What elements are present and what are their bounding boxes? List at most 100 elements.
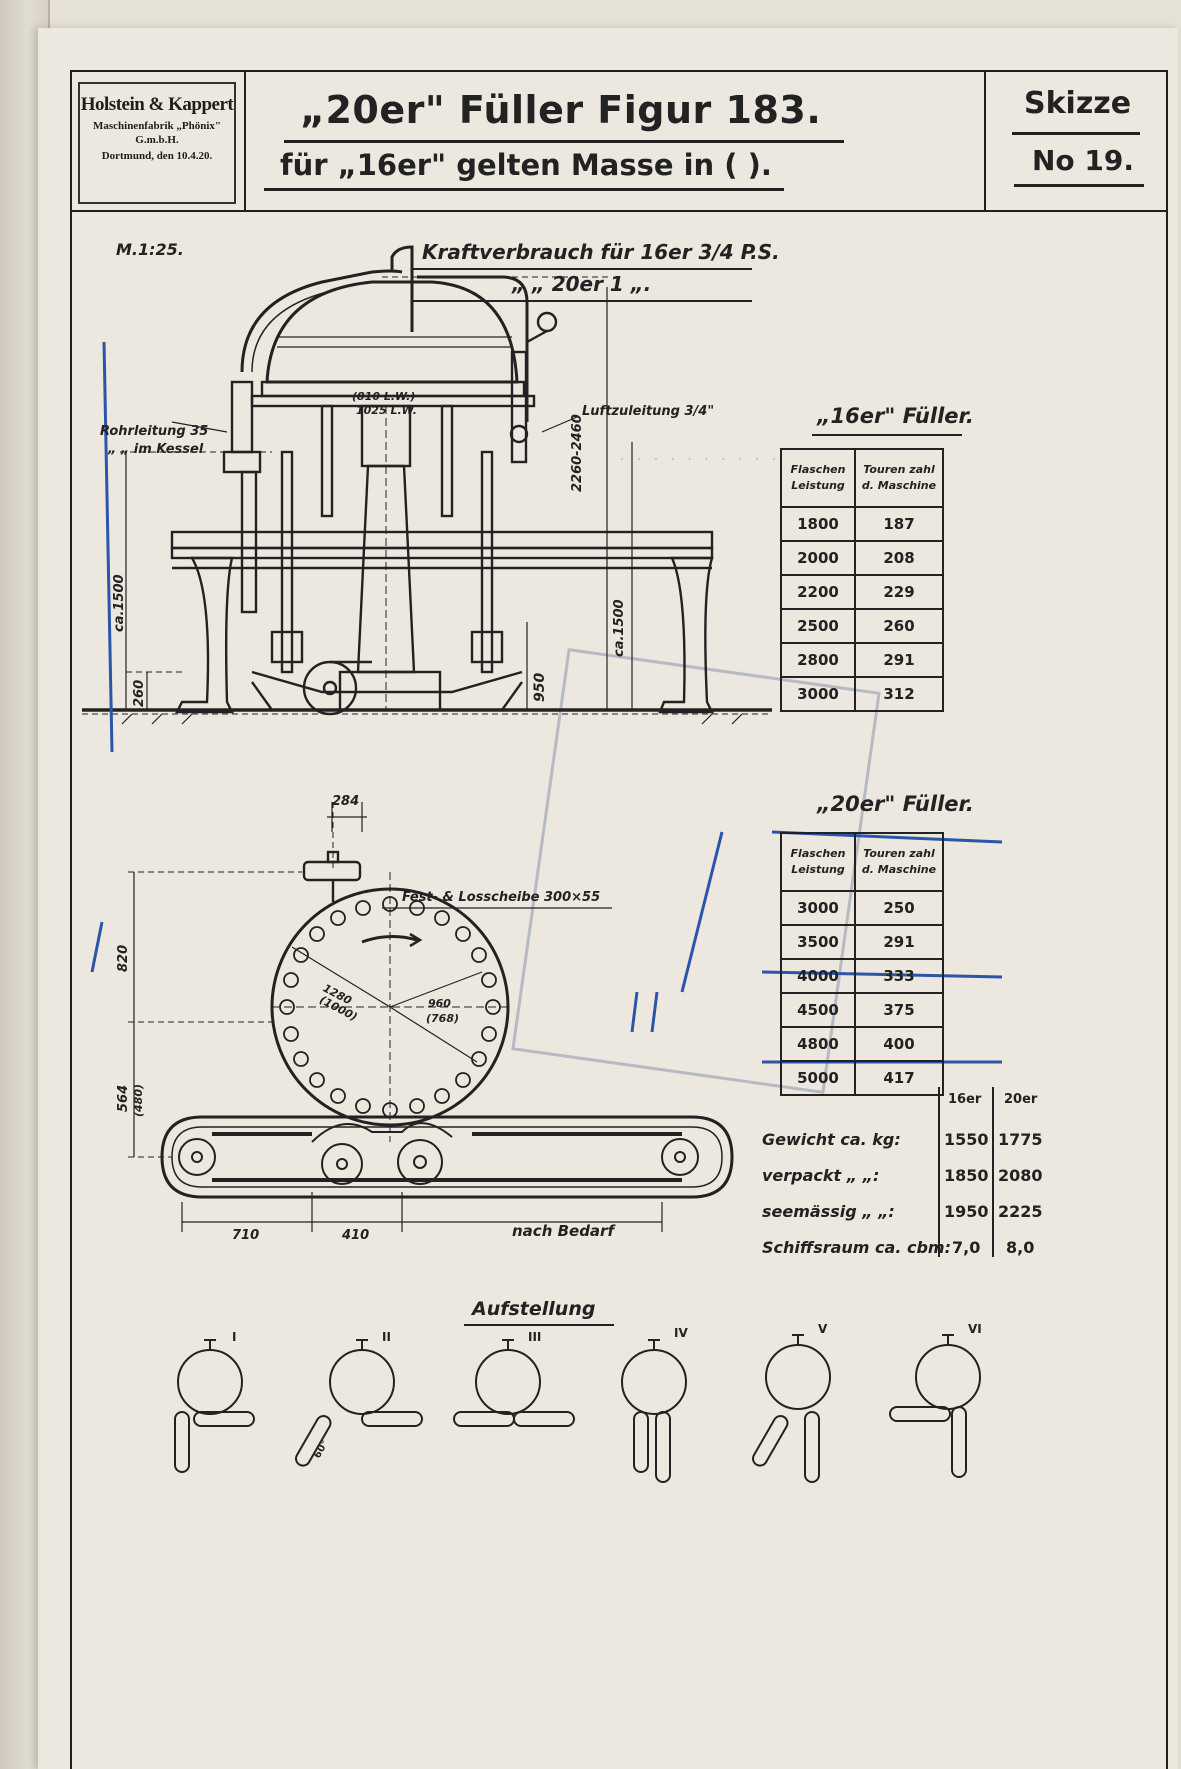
weight-16: 1550 <box>944 1130 989 1149</box>
ship-volume-label: Schiffsraum ca. cbm: <box>762 1238 951 1257</box>
cell: 400 <box>854 1026 944 1062</box>
cell: 208 <box>854 540 944 576</box>
cell: 3000 <box>780 890 856 926</box>
dim-ca1500-right: ca.1500 <box>612 599 627 657</box>
arrangement-V: V <box>818 1322 828 1336</box>
cell: 4800 <box>780 1026 856 1062</box>
cell: 2200 <box>780 574 856 610</box>
table-20: Flaschen Leistung Touren zahl d. Maschin… <box>780 832 944 1096</box>
sketch-underline <box>1012 132 1140 135</box>
cell: 2500 <box>780 608 856 644</box>
cell: 291 <box>854 924 944 960</box>
bleed-through-text: . . . . . . . . . . <box>618 448 779 464</box>
dim-820: 820 <box>116 944 131 972</box>
cell: 333 <box>854 958 944 994</box>
table-16-underline <box>812 434 962 436</box>
drawing-frame: Holstein & Kappert Maschinenfabrik „Phön… <box>70 70 1168 1769</box>
arrangement-I: I <box>232 1330 237 1344</box>
table-20-title: „20er" Füller. <box>817 792 974 816</box>
dim-768: (768) <box>426 1012 460 1025</box>
title-underline-1 <box>284 140 844 143</box>
power-underline-1 <box>412 268 752 270</box>
title-cell: „20er" Füller Figur 183. für „16er" gelt… <box>244 72 986 210</box>
arrangement-III: III <box>528 1330 542 1344</box>
dim-810: (810 L.W.) <box>352 390 416 403</box>
cell: 4000 <box>780 958 856 994</box>
arrangement-diagrams <box>174 1334 981 1483</box>
cell: 3500 <box>780 924 856 960</box>
weight-20: 1775 <box>998 1130 1043 1149</box>
cell: 2000 <box>780 540 856 576</box>
cell: 4500 <box>780 992 856 1028</box>
arrangement-IV: IV <box>674 1326 688 1340</box>
weights-divider-2 <box>992 1087 994 1257</box>
title-line-1: „20er" Füller Figur 183. <box>300 88 822 132</box>
cell: 2800 <box>780 642 856 678</box>
seaworthy-20: 2225 <box>998 1202 1043 1221</box>
power-consumption-line-1: Kraftverbrauch für 16er 3/4 P.S. <box>422 240 780 264</box>
pulley-label: Fest- & Losscheibe 300×55 <box>402 890 601 905</box>
table-20-header-bottles: Flaschen Leistung <box>780 832 856 892</box>
cell: 375 <box>854 992 944 1028</box>
dim-1025: 1025 L.W. <box>356 404 417 417</box>
cell: 1800 <box>780 506 856 542</box>
cell: 3000 <box>780 676 856 712</box>
sketch-label: Skizze <box>1024 86 1132 121</box>
stamp-date: Dortmund, den 10.4.20. <box>101 150 213 162</box>
cell: 260 <box>854 608 944 644</box>
cell: 291 <box>854 642 944 678</box>
sketch-number: No 19. <box>1032 144 1135 177</box>
sketch-number-cell: Skizze No 19. <box>984 72 1166 210</box>
cell: 417 <box>854 1060 944 1096</box>
arrangement-underline <box>464 1324 614 1326</box>
cell: 187 <box>854 506 944 542</box>
air-supply-label: Luftzuleitung 3/4" <box>582 404 715 419</box>
arrangement-II: II <box>382 1330 391 1344</box>
technical-drawing <box>82 245 1003 1483</box>
ship-volume-16: 7,0 <box>952 1238 981 1257</box>
packed-20: 2080 <box>998 1166 1043 1185</box>
sketch-number-underline <box>1014 184 1144 187</box>
seaworthy-16: 1950 <box>944 1202 989 1221</box>
weight-label: Gewicht ca. kg: <box>762 1130 901 1149</box>
elevation-view <box>82 245 772 725</box>
table-16-header-rpm: Touren zahl d. Maschine <box>854 448 944 508</box>
seaworthy-label: seemässig „ „: <box>762 1202 895 1221</box>
cell: 229 <box>854 574 944 610</box>
weights-header-16: 16er <box>948 1092 982 1107</box>
dim-2260: 2260-2460 <box>570 414 585 492</box>
arrangement-title: Aufstellung <box>472 1298 596 1320</box>
table-16: Flaschen Leistung Touren zahl d. Maschin… <box>780 448 944 712</box>
stamp-line3: G.m.b.H. <box>135 134 179 146</box>
dim-410: 410 <box>342 1228 370 1243</box>
dim-564: 564 <box>116 1084 131 1112</box>
company-stamp: Holstein & Kappert Maschinenfabrik „Phön… <box>78 82 236 204</box>
table-16-header-bottles: Flaschen Leistung <box>780 448 856 508</box>
pipe-label-2: „ „ im Kessel <box>108 442 204 457</box>
dim-710: 710 <box>232 1228 260 1243</box>
drawing-sheet: . . . . . . . . . . Holstein & Kappert M… <box>38 28 1178 1769</box>
as-required-label: nach Bedarf <box>512 1222 614 1240</box>
title-underline-2 <box>264 188 784 191</box>
cell: 312 <box>854 676 944 712</box>
stamp-company: Holstein & Kappert <box>80 94 234 115</box>
table-20-header-rpm: Touren zahl d. Maschine <box>854 832 944 892</box>
dim-260: 260 <box>132 679 147 707</box>
weights-header-20: 20er <box>1004 1092 1038 1107</box>
ship-volume-20: 8,0 <box>1006 1238 1035 1257</box>
title-block: Holstein & Kappert Maschinenfabrik „Phön… <box>72 72 1166 212</box>
dim-950: 950 <box>532 672 548 702</box>
weights-divider-1 <box>938 1087 940 1257</box>
packed-label: verpackt „ „: <box>762 1166 880 1185</box>
dim-480: (480) <box>132 1083 145 1117</box>
